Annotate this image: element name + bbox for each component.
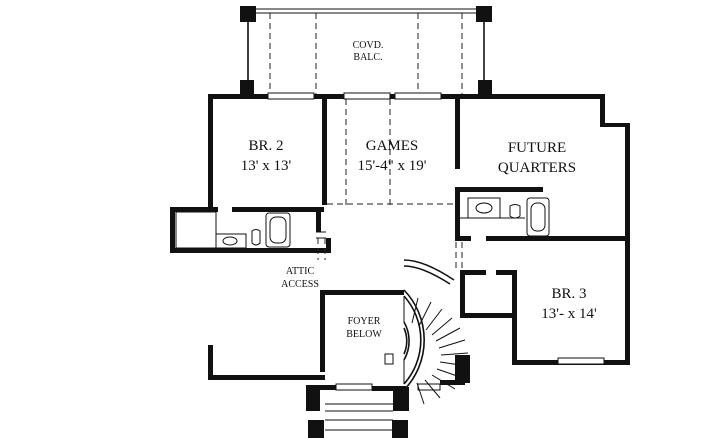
games-dashed-lines	[327, 99, 455, 205]
games-size: 15'-4" x 19'	[357, 158, 426, 174]
br3-label: BR. 3	[551, 286, 586, 302]
future-quarters-label-line1: FUTURE	[508, 140, 566, 156]
windows	[267, 92, 605, 391]
covered-balcony	[240, 6, 492, 96]
balcony-label-line1: COVD.	[353, 40, 384, 51]
br2-label: BR. 2	[248, 138, 283, 154]
future-bath-fixtures	[460, 197, 550, 237]
door-openings	[316, 231, 463, 431]
br3-size: 13'- x 14'	[541, 306, 597, 322]
balcony-label-line2: BALC.	[353, 52, 382, 63]
spiral-staircase	[384, 259, 469, 405]
games-label: GAMES	[366, 138, 419, 154]
br2-size: 13' x 13'	[241, 158, 292, 174]
future-quarters-label-line2: QUARTERS	[498, 160, 576, 176]
foyer-below-label-line1: FOYER	[348, 316, 381, 327]
attic-access-label-line1: ATTIC	[286, 266, 315, 277]
foyer-below-label-line2: BELOW	[346, 329, 382, 340]
br2-bath-fixtures	[175, 211, 291, 249]
attic-access-label-line2: ACCESS	[281, 279, 319, 290]
